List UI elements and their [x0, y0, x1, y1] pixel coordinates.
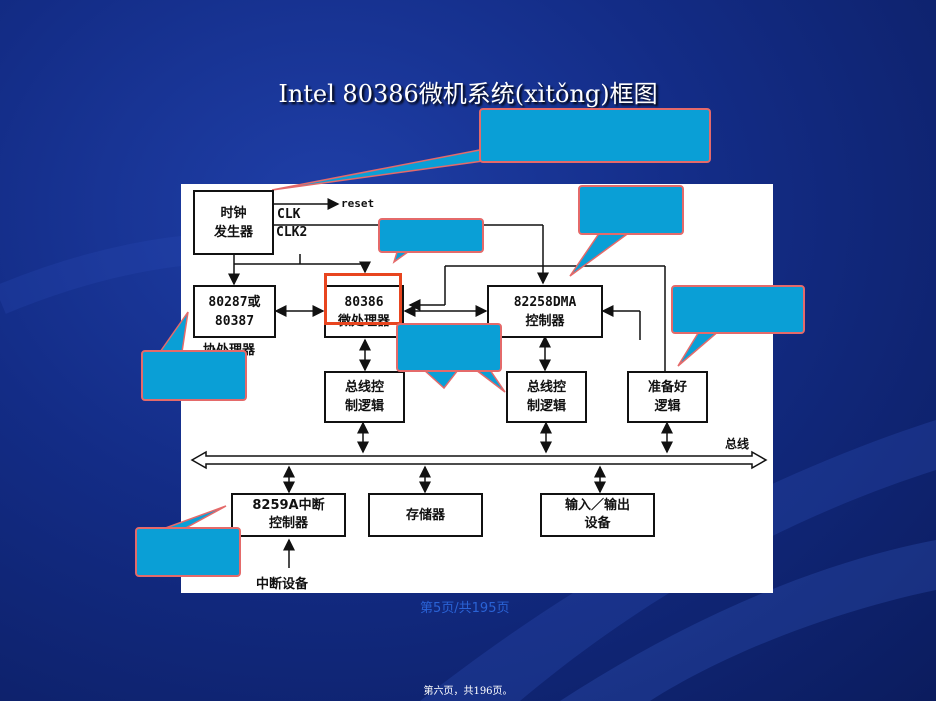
- box-line: 80386: [344, 294, 384, 310]
- reset-label: reset: [341, 197, 375, 210]
- interrupt-controller-box: 8259A中断 控制器: [231, 493, 346, 537]
- callout-box: [396, 323, 502, 372]
- coprocessor-box: 80287或 80387: [193, 285, 276, 338]
- callout-box: [671, 285, 805, 334]
- box-line: 逻辑: [654, 399, 681, 414]
- callout-box: [578, 185, 684, 235]
- callout-box: [135, 527, 241, 577]
- box-line: 总线控: [344, 380, 384, 395]
- box-line: 制逻辑: [526, 399, 566, 414]
- box-line: 80287或: [208, 294, 261, 310]
- bus-control-logic-box-1: 总线控 制逻辑: [324, 371, 405, 423]
- page-indicator: 第5页/共195页: [420, 601, 510, 616]
- memory-box: 存储器: [368, 493, 483, 537]
- clk2-label: CLK2: [276, 225, 308, 240]
- interrupt-device-label: 中断设备: [256, 577, 309, 592]
- box-line: 80387: [214, 313, 255, 329]
- box-line: 时钟: [220, 205, 247, 221]
- clk-label: CLK: [277, 207, 301, 222]
- box-line: 存储器: [405, 507, 445, 523]
- callout-box: [141, 350, 247, 401]
- callout-box: [479, 108, 711, 163]
- io-device-box: 输入／输出 设备: [540, 493, 655, 537]
- bus-control-logic-box-2: 总线控 制逻辑: [506, 371, 587, 423]
- box-line: 总线控: [526, 380, 566, 395]
- box-line: 制逻辑: [344, 399, 384, 414]
- clock-generator-box: 时钟 发生器: [193, 190, 274, 255]
- box-line: 控制器: [525, 313, 565, 329]
- slide-footer: 第六页，共196页。: [423, 686, 513, 697]
- box-line: 设备: [584, 516, 611, 531]
- box-line: 控制器: [268, 516, 308, 531]
- box-line: 发生器: [213, 224, 253, 240]
- slide-title: Intel 80386微机系统(xìtǒng)框图: [278, 80, 658, 108]
- box-line: 输入／输出: [564, 498, 630, 513]
- bus-label: 总线: [725, 437, 750, 451]
- box-line: 82258DMA: [513, 294, 577, 310]
- cpu-highlight-frame: [324, 273, 402, 325]
- callout-box: [378, 218, 484, 253]
- box-line: 8259A中断: [252, 498, 325, 513]
- dma-controller-box: 82258DMA 控制器: [487, 285, 603, 338]
- ready-logic-box: 准备好 逻辑: [627, 371, 708, 423]
- box-line: 准备好: [647, 380, 687, 395]
